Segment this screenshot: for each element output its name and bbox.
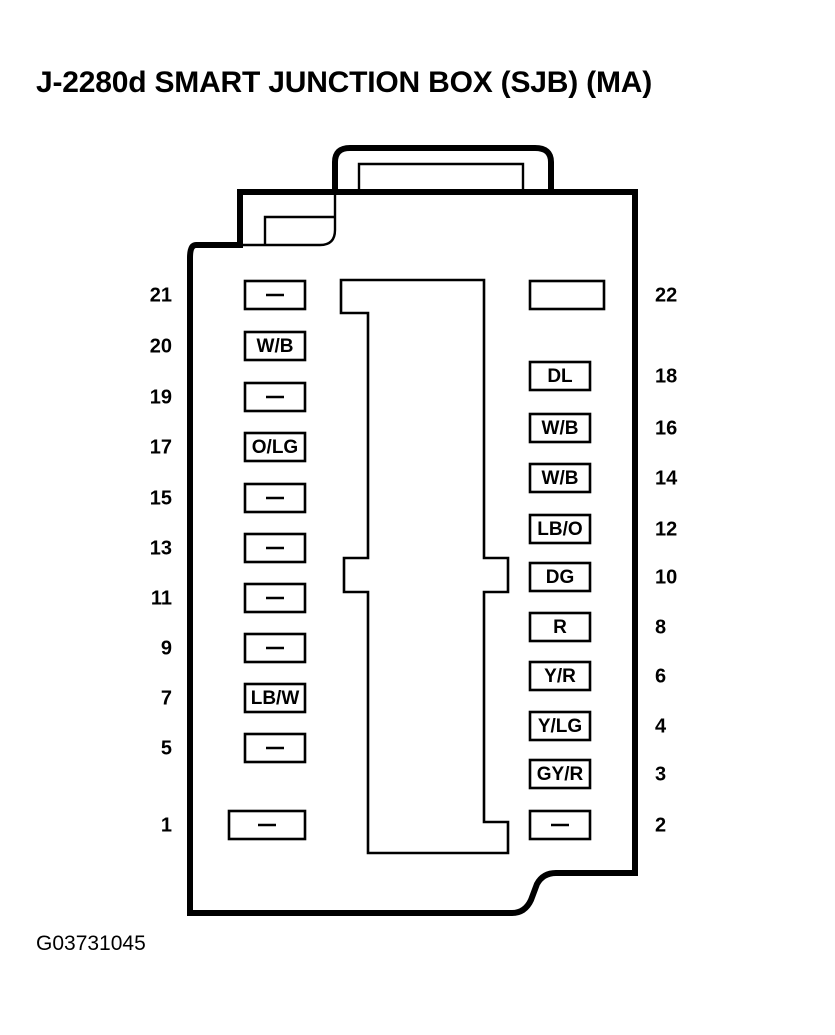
- pin-number-22: 22: [655, 284, 677, 306]
- pin-number-18: 18: [655, 365, 677, 387]
- pin-wire-color-label: DG: [546, 567, 575, 588]
- pin-wire-box[interactable]: [528, 758, 592, 790]
- pin-number-2: 2: [655, 814, 666, 836]
- page-title: J-2280d SMART JUNCTION BOX (SJB) (MA): [36, 66, 652, 99]
- pin-number-14: 14: [655, 467, 678, 489]
- pin-wire-color-label: LB/O: [537, 519, 582, 540]
- pin-number-9: 9: [161, 637, 172, 659]
- pin-number-17: 17: [150, 436, 172, 458]
- pin-row: 15: [150, 482, 307, 514]
- pin-wire-color-label: W/B: [257, 336, 294, 357]
- pin-wire-box[interactable]: [528, 462, 592, 494]
- pin-number-8: 8: [655, 616, 666, 638]
- pin-row: Y/R 6: [528, 660, 666, 692]
- pin-row: 9: [161, 632, 307, 664]
- pin-row: 19: [150, 381, 307, 413]
- pin-number-5: 5: [161, 737, 172, 759]
- pin-row: DL 18: [528, 360, 677, 392]
- pin-wire-color-label: O/LG: [252, 437, 298, 458]
- pin-wire-box[interactable]: [528, 412, 592, 444]
- pin-wire-box[interactable]: [528, 360, 592, 392]
- pin-wire-color-label: GY/R: [537, 764, 584, 785]
- pin-wire-box[interactable]: [243, 482, 307, 514]
- pin-number-3: 3: [655, 763, 666, 785]
- shoulder-inner-curve: [240, 192, 337, 247]
- pin-row: O/LG 17: [150, 431, 307, 463]
- pin-number-21: 21: [150, 284, 172, 306]
- pin-wire-color-label: LB/W: [251, 688, 300, 709]
- pin-number-13: 13: [150, 537, 172, 559]
- pin-wire-box[interactable]: [243, 682, 307, 714]
- pin-wire-color-label: DL: [547, 366, 573, 387]
- pin-row: 13: [150, 532, 307, 564]
- pin-row: 22: [528, 279, 677, 311]
- pin-number-15: 15: [150, 487, 172, 509]
- pin-row: LB/W 7: [161, 682, 307, 714]
- pin-number-20: 20: [150, 335, 172, 357]
- pin-wire-color-label: Y/LG: [538, 716, 582, 737]
- pin-number-10: 10: [655, 566, 677, 588]
- pin-wire-box[interactable]: [243, 431, 307, 463]
- pin-wire-color-label: R: [553, 617, 567, 638]
- pin-number-19: 19: [150, 386, 172, 408]
- pin-row: 11: [151, 582, 307, 614]
- figure-caption: G03731045: [36, 932, 146, 955]
- pin-row: 1: [161, 809, 307, 841]
- pin-row: W/B 14: [528, 462, 678, 494]
- pin-wire-box[interactable]: [528, 513, 592, 545]
- pin-row: W/B 20: [150, 330, 307, 362]
- pin-wire-box[interactable]: [528, 561, 592, 593]
- pin-wire-color-label: Y/R: [544, 666, 576, 687]
- pin-wire-box[interactable]: [528, 611, 592, 643]
- pin-number-12: 12: [655, 518, 677, 540]
- pin-number-4: 4: [655, 715, 667, 737]
- top-tab-outline: [332, 145, 554, 192]
- left-shoulder-inner-notch: [263, 215, 335, 245]
- pin-row: 2: [528, 809, 666, 841]
- pin-number-6: 6: [655, 665, 666, 687]
- top-tab-inner-rect: [357, 162, 525, 192]
- center-cavity-shape: [339, 278, 510, 855]
- pin-row: GY/R 3: [528, 758, 666, 790]
- pin-wire-box[interactable]: [528, 279, 606, 311]
- pin-row: DG 10: [528, 561, 677, 593]
- pin-wire-box[interactable]: [528, 710, 592, 742]
- pin-row: 5: [161, 732, 307, 764]
- pin-row: Y/LG 4: [528, 710, 667, 742]
- pin-wire-box[interactable]: [528, 660, 592, 692]
- pin-number-11: 11: [151, 587, 172, 609]
- pin-number-7: 7: [161, 687, 172, 709]
- connector-body-outline: [187, 189, 638, 916]
- pin-wire-box[interactable]: [243, 330, 307, 362]
- pin-row: 21: [150, 279, 307, 311]
- pin-row: LB/O 12: [528, 513, 677, 545]
- pin-number-1: 1: [161, 814, 172, 836]
- pin-wire-color-label: W/B: [542, 468, 579, 489]
- pin-row: W/B 16: [528, 412, 677, 444]
- pin-number-16: 16: [655, 417, 677, 439]
- pin-wire-color-label: W/B: [542, 418, 579, 439]
